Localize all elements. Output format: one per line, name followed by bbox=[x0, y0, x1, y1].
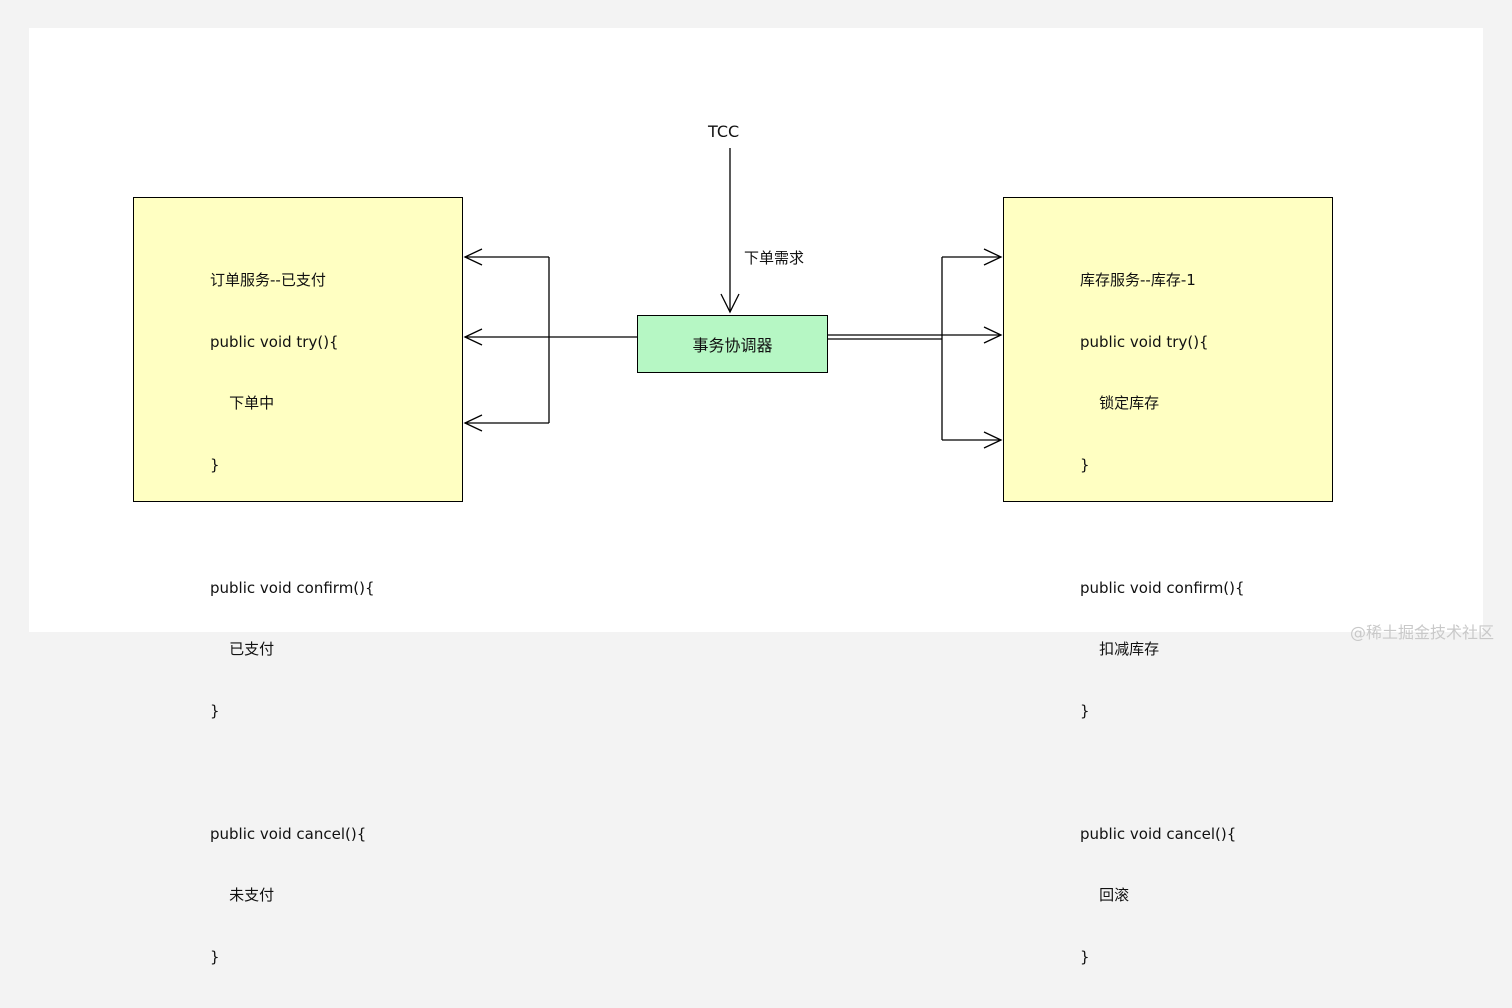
inventory-confirm-signature: public void confirm(){ bbox=[1080, 578, 1245, 599]
tcc-label: TCC bbox=[708, 122, 739, 141]
inventory-cancel-signature: public void cancel(){ bbox=[1080, 824, 1245, 845]
inventory-confirm-body: 扣减库存 bbox=[1080, 639, 1245, 660]
inventory-cancel-body: 回滚 bbox=[1080, 885, 1245, 906]
order-cancel-body: 未支付 bbox=[210, 885, 375, 906]
order-service-title: 订单服务--已支付 bbox=[210, 270, 375, 291]
watermark: @稀土掘金技术社区 bbox=[1350, 619, 1494, 643]
inventory-cancel-close: } bbox=[1080, 947, 1245, 968]
order-try-body: 下单中 bbox=[210, 393, 375, 414]
code-gap bbox=[210, 762, 375, 783]
inventory-try-signature: public void try(){ bbox=[1080, 332, 1245, 353]
inventory-try-body: 锁定库存 bbox=[1080, 393, 1245, 414]
order-cancel-signature: public void cancel(){ bbox=[210, 824, 375, 845]
inventory-confirm-close: } bbox=[1080, 701, 1245, 722]
order-confirm-close: } bbox=[210, 701, 375, 722]
order-try-signature: public void try(){ bbox=[210, 332, 375, 353]
inventory-service-box: 库存服务--库存-1 public void try(){ 锁定库存 } pub… bbox=[1003, 197, 1333, 502]
order-service-code: 订单服务--已支付 public void try(){ 下单中 } publi… bbox=[210, 229, 375, 1008]
code-gap bbox=[1080, 516, 1245, 537]
code-gap bbox=[1080, 762, 1245, 783]
order-cancel-close: } bbox=[210, 947, 375, 968]
order-confirm-signature: public void confirm(){ bbox=[210, 578, 375, 599]
inventory-service-title: 库存服务--库存-1 bbox=[1080, 270, 1245, 291]
order-try-close: } bbox=[210, 455, 375, 476]
inventory-service-code: 库存服务--库存-1 public void try(){ 锁定库存 } pub… bbox=[1080, 229, 1245, 1008]
transaction-coordinator-label: 事务协调器 bbox=[692, 332, 772, 356]
transaction-coordinator-box: 事务协调器 bbox=[637, 315, 828, 373]
inventory-try-close: } bbox=[1080, 455, 1245, 476]
order-service-box: 订单服务--已支付 public void try(){ 下单中 } publi… bbox=[133, 197, 463, 502]
code-gap bbox=[210, 516, 375, 537]
order-confirm-body: 已支付 bbox=[210, 639, 375, 660]
order-request-label: 下单需求 bbox=[744, 247, 804, 268]
